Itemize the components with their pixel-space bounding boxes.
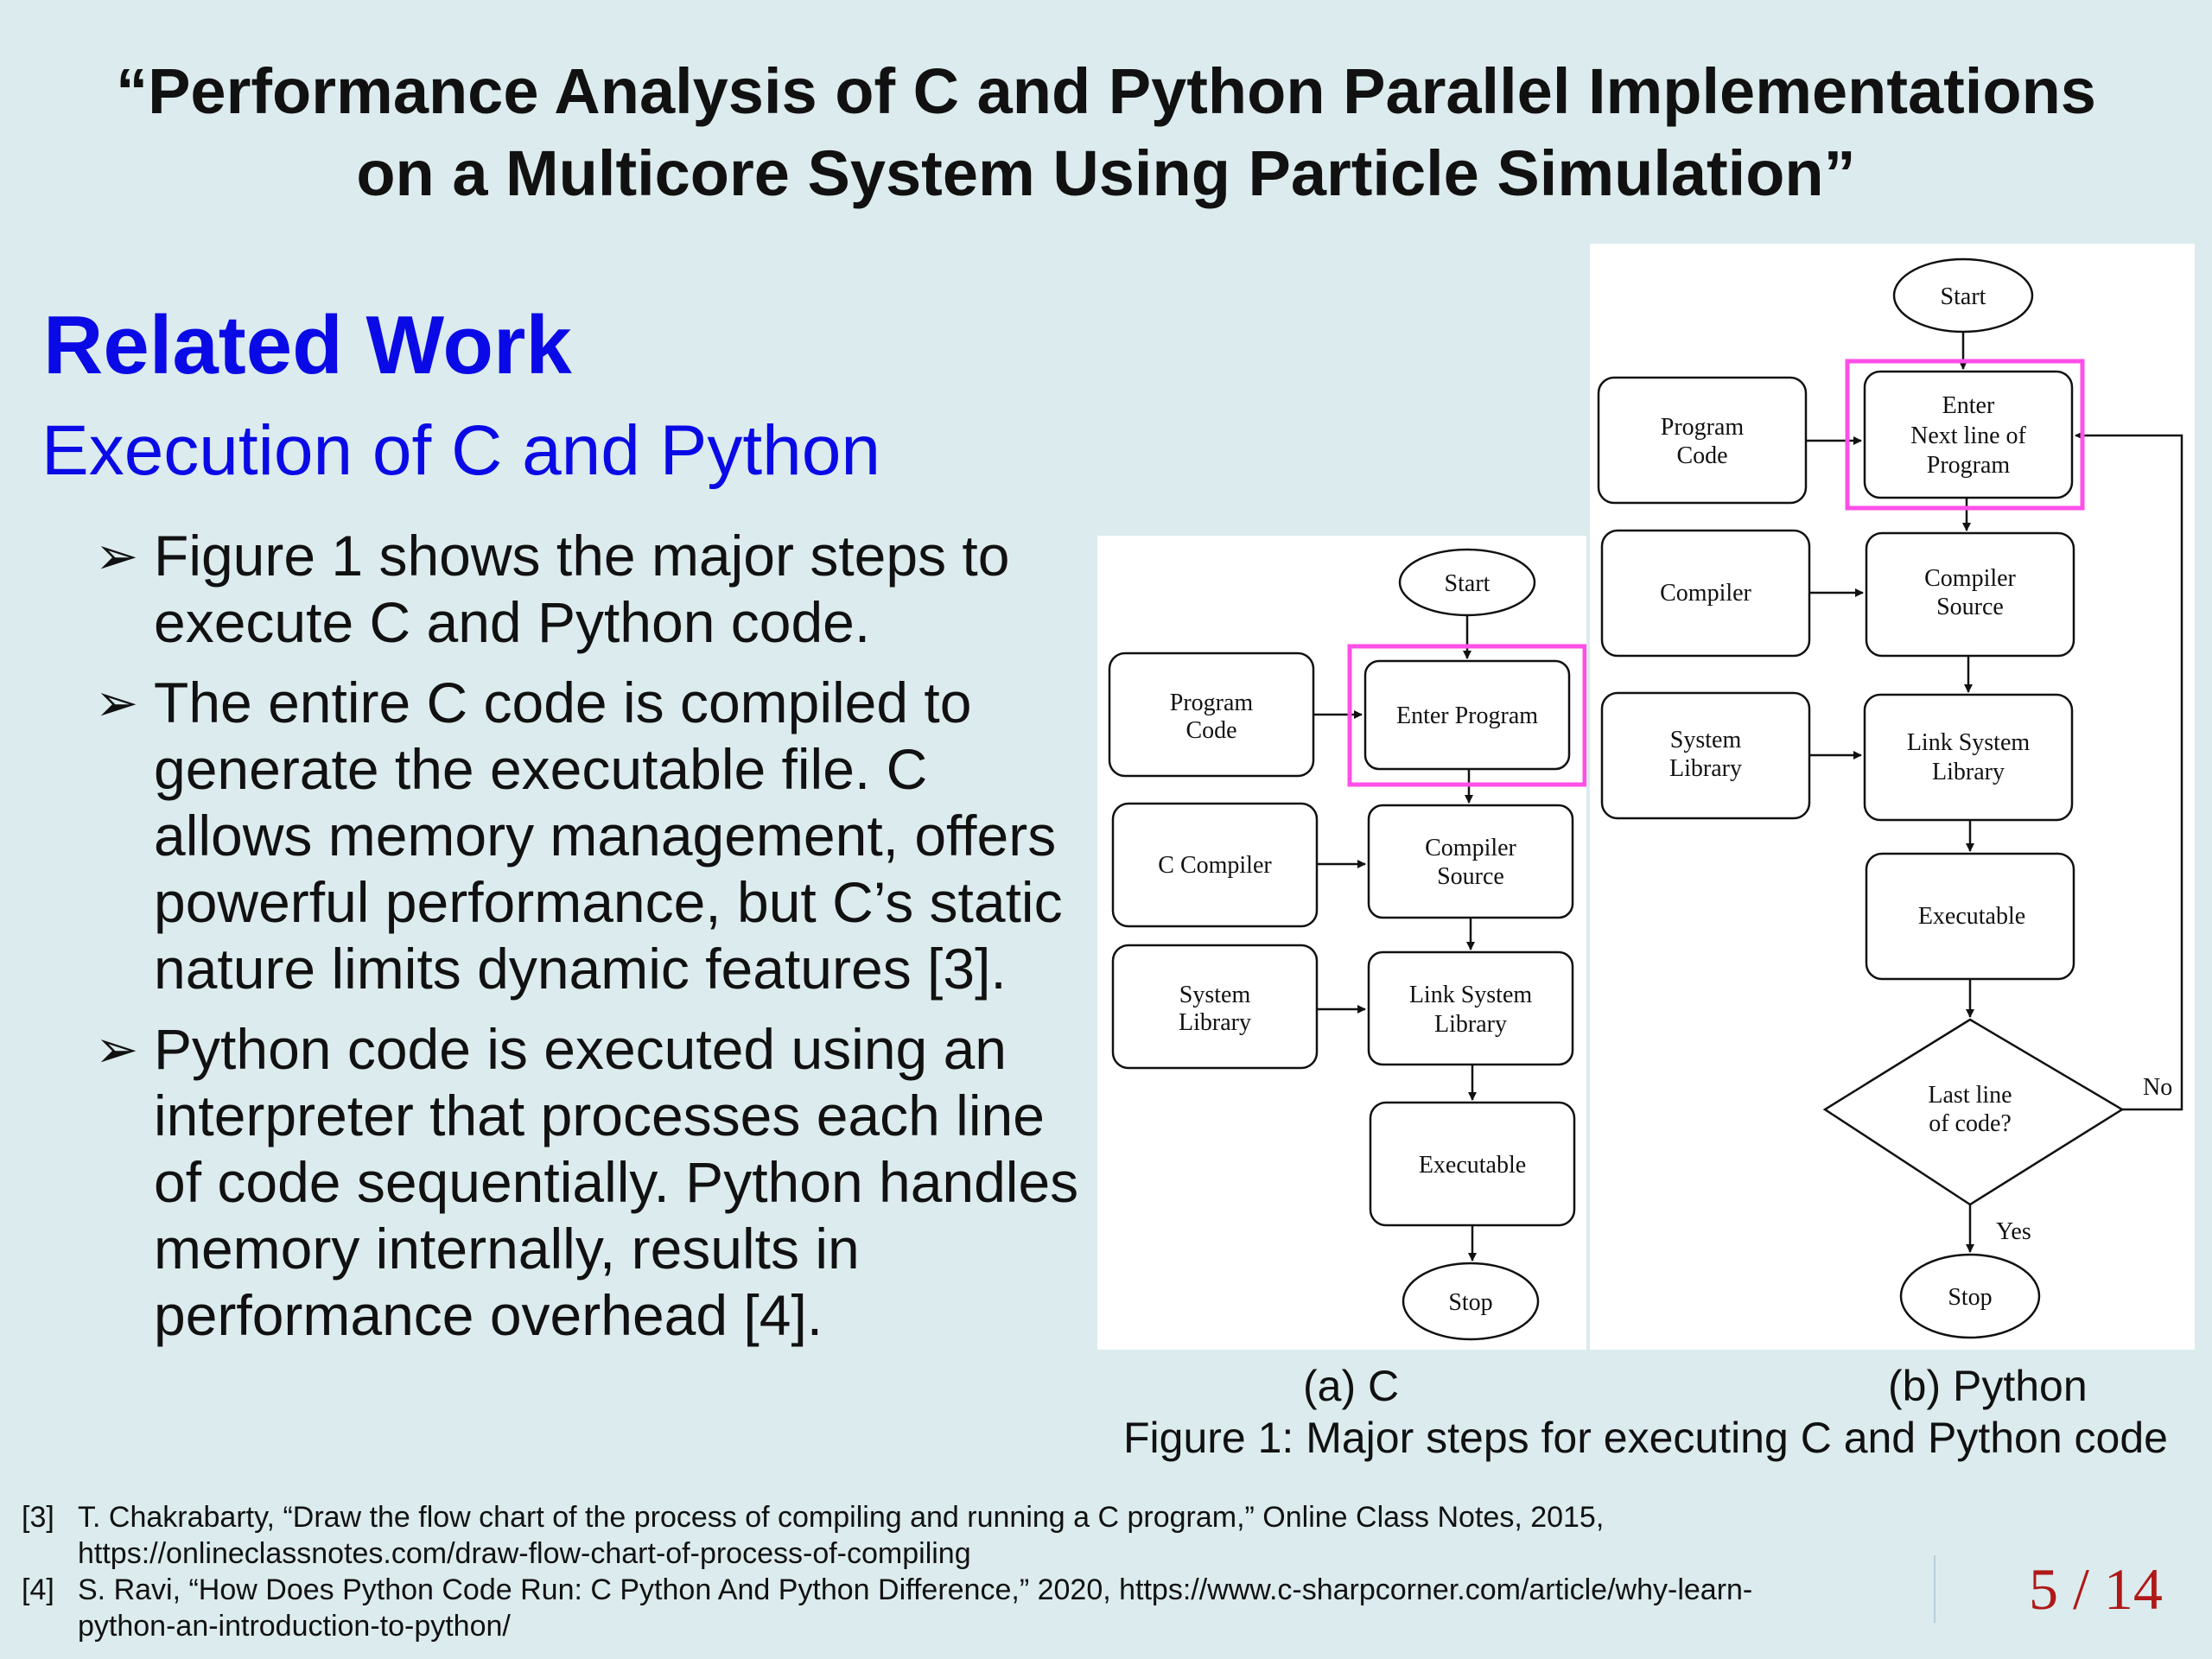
reference-text-line: python-an-introduction-to-python/ xyxy=(78,1610,511,1643)
py-program-code-label-1: Program xyxy=(1661,414,1745,441)
bullet-text: Python code is executed using an interpr… xyxy=(154,1017,1079,1347)
py-compiler-source-node xyxy=(1865,531,2075,658)
py-decision-label-2: of code? xyxy=(1929,1110,2012,1137)
bullet-text: The entire C code is compiled to generat… xyxy=(154,671,1063,1001)
py-no-label: No xyxy=(2143,1074,2172,1101)
section-heading: Related Work xyxy=(43,299,572,391)
c-stop-node xyxy=(1402,1262,1540,1341)
py-compiler-label: Compiler xyxy=(1660,580,1751,607)
c-program-code-label-2: Code xyxy=(1185,717,1236,744)
c-link-system-library-label-2: Library xyxy=(1434,1011,1507,1038)
py-enter-label-3: Program xyxy=(1927,452,2011,479)
py-yes-label: Yes xyxy=(1996,1218,2031,1245)
bullet-arrow-icon: ➢ xyxy=(95,527,139,585)
c-system-library-node xyxy=(1111,944,1319,1070)
slide-title: “Performance Analysis of C and Python Pa… xyxy=(0,50,2212,214)
title-line-1: “Performance Analysis of C and Python Pa… xyxy=(116,55,2096,127)
c-enter-program-node xyxy=(1363,659,1571,771)
python-flowchart-svg: Start Program Code Enter Next line of Pr… xyxy=(1597,257,2183,1339)
c-flowchart-svg: Start Program Code Enter Program C Compi… xyxy=(1108,548,1586,1341)
python-flowchart: Start Program Code Enter Next line of Pr… xyxy=(1590,244,2195,1350)
bullet-item: ➢ Figure 1 shows the major steps to execu… xyxy=(95,523,1097,656)
py-link-system-library-node xyxy=(1863,693,2074,822)
py-enter-label-2: Next line of xyxy=(1910,423,2026,449)
reference-item: [3] T. Chakrabarty, “Draw the flow chart… xyxy=(22,1499,1905,1572)
py-executable-label: Executable xyxy=(1918,903,2025,930)
title-line-2: on a Multicore System Using Particle Sim… xyxy=(356,137,1856,209)
reference-number: [4] xyxy=(22,1573,54,1606)
caption-b: (b) Python xyxy=(1888,1362,2088,1410)
section-subheading: Execution of C and Python xyxy=(41,411,880,490)
c-system-library-label-2: Library xyxy=(1179,1009,1251,1036)
c-enter-program-label: Enter Program xyxy=(1396,702,1538,729)
bullet-text: Figure 1 shows the major steps to execut… xyxy=(154,524,1010,654)
c-compiler-label: C Compiler xyxy=(1158,852,1272,879)
py-system-library-label-1: System xyxy=(1670,727,1742,753)
reference-item: [4] S. Ravi, “How Does Python Code Run: … xyxy=(22,1572,1905,1644)
py-highlight-box xyxy=(1845,359,2085,511)
bullet-arrow-icon: ➢ xyxy=(95,674,139,732)
bullet-list: ➢ Figure 1 shows the major steps to execu… xyxy=(95,523,1097,1363)
c-system-library-label-1: System xyxy=(1179,982,1251,1008)
reference-text-line: S. Ravi, “How Does Python Code Run: C Py… xyxy=(78,1573,1753,1606)
py-start-label: Start xyxy=(1941,283,1986,310)
reference-text-line: T. Chakrabarty, “Draw the flow chart of … xyxy=(78,1501,1605,1534)
c-flowchart: Start Program Code Enter Program C Compi… xyxy=(1097,536,1586,1350)
py-enter-label-1: Enter xyxy=(1942,392,1995,419)
py-enter-next-line-node xyxy=(1863,370,2074,499)
py-arrow-no-loop xyxy=(2075,431,2183,1111)
bullet-item: ➢ The entire C code is compiled to genera… xyxy=(95,670,1097,1002)
bullet-arrow-icon: ➢ xyxy=(95,1020,139,1078)
c-executable-label: Executable xyxy=(1419,1152,1526,1179)
caption-a: (a) C xyxy=(1303,1362,1400,1410)
py-compiler-source-label-2: Source xyxy=(1936,594,2004,620)
c-start-label: Start xyxy=(1445,570,1491,597)
c-highlight-box xyxy=(1347,644,1586,787)
page-number: 5 / 14 xyxy=(2029,1556,2163,1622)
py-stop-label: Stop xyxy=(1948,1284,1992,1311)
py-compiler-source-label-1: Compiler xyxy=(1924,565,2016,592)
figure-caption: Figure 1: Major steps for executing C an… xyxy=(1123,1414,2168,1462)
reference-number: [3] xyxy=(22,1501,54,1534)
c-compiler-source-label-1: Compiler xyxy=(1425,835,1516,861)
footer-divider xyxy=(1934,1555,1936,1623)
c-program-code-label-1: Program xyxy=(1170,690,1254,716)
c-compiler-source-label-2: Source xyxy=(1437,863,1504,890)
py-link-system-library-label-2: Library xyxy=(1932,759,2005,785)
py-stop-node xyxy=(1899,1253,2041,1339)
references: [3] T. Chakrabarty, “Draw the flow chart… xyxy=(22,1499,1905,1644)
c-stop-label: Stop xyxy=(1448,1289,1492,1316)
py-program-code-label-2: Code xyxy=(1676,442,1727,469)
py-system-library-label-2: Library xyxy=(1669,755,1742,782)
c-link-system-library-node xyxy=(1367,950,1574,1066)
reference-text-line: https://onlineclassnotes.com/draw-flow-c… xyxy=(78,1537,971,1570)
c-compiler-source-node xyxy=(1367,804,1574,919)
py-link-system-library-label-1: Link System xyxy=(1907,729,2031,756)
py-decision-label-1: Last line xyxy=(1928,1082,2012,1109)
c-link-system-library-label-1: Link System xyxy=(1409,982,1533,1008)
bullet-item: ➢ Python code is executed using an interp… xyxy=(95,1016,1097,1349)
